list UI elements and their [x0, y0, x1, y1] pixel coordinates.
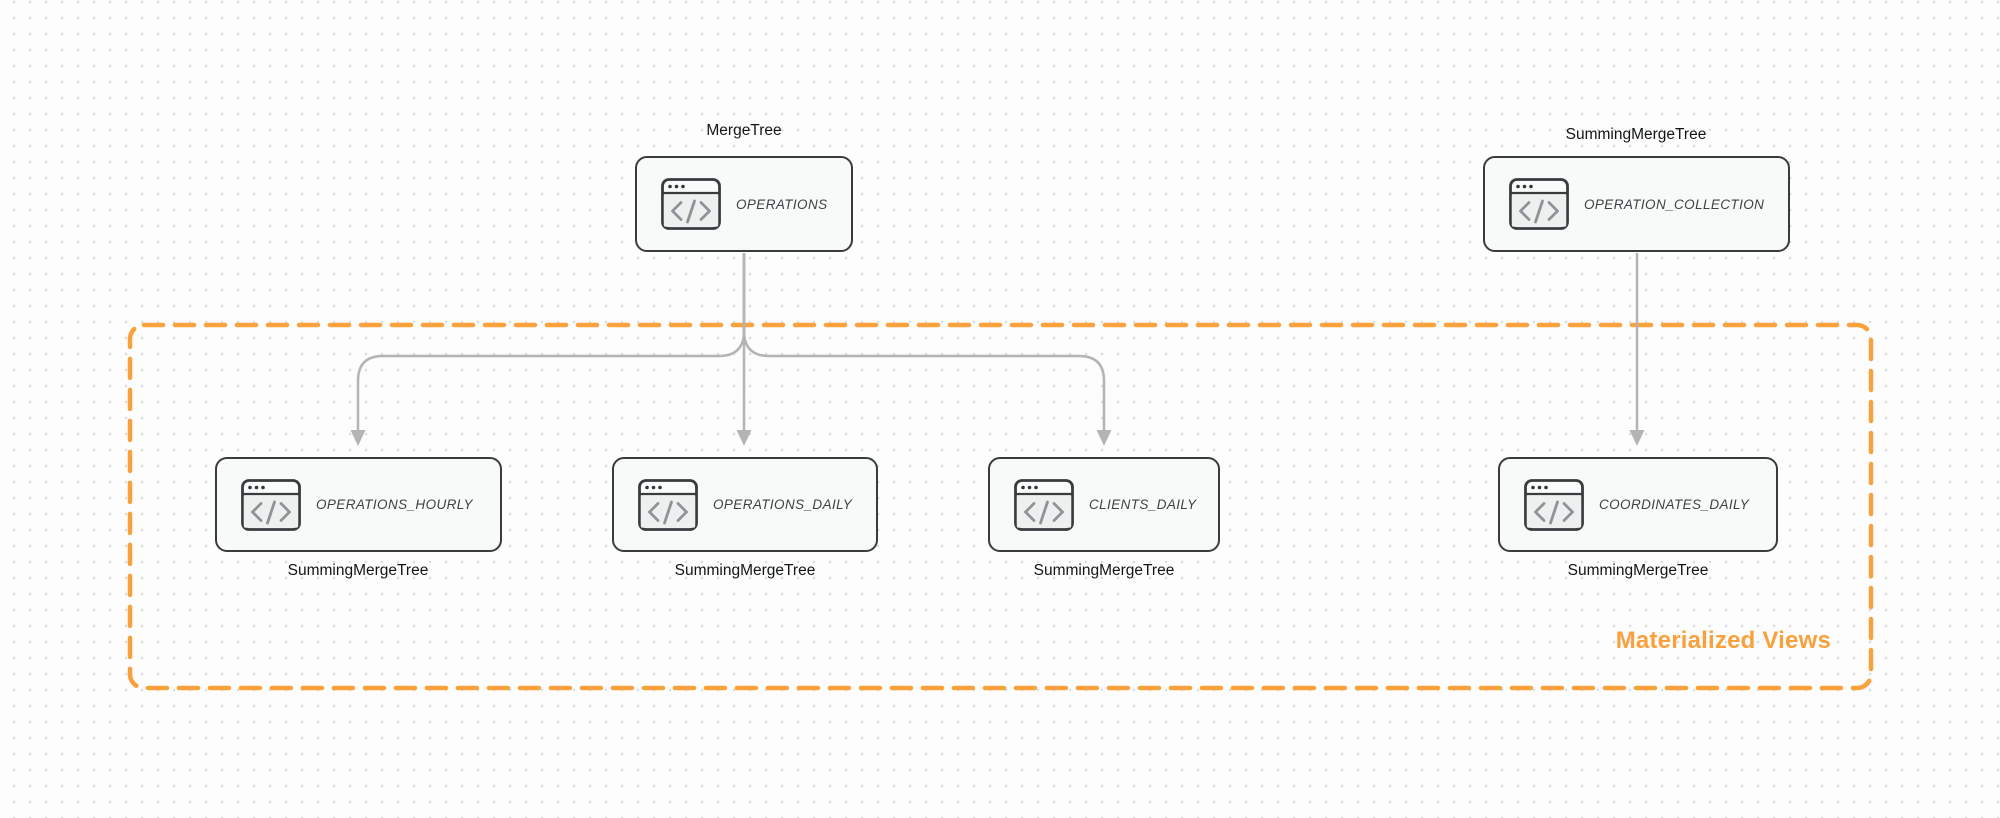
engine-label-operation-collection: SummingMergeTree: [1565, 126, 1707, 143]
table-node-operations[interactable]: OPERATIONS: [635, 156, 853, 252]
table-node-operation-collection[interactable]: OPERATION_COLLECTION: [1483, 156, 1790, 252]
code-window-icon: [638, 478, 698, 531]
code-window-icon: [1509, 178, 1569, 230]
table-node-clients-daily[interactable]: CLIENTS_DAILY: [988, 457, 1220, 552]
engine-label-operations: MergeTree: [706, 122, 782, 139]
table-node-operations-hourly[interactable]: OPERATIONS_HOURLY: [215, 457, 502, 552]
table-node-coordinates-daily[interactable]: COORDINATES_DAILY: [1498, 457, 1778, 552]
edge-operations-to-clients-daily: [742, 253, 1106, 431]
table-name: OPERATION_COLLECTION: [1584, 196, 1765, 212]
engine-label-operations-daily: SummingMergeTree: [674, 562, 816, 579]
code-window-icon: [241, 478, 301, 531]
table-name: COORDINATES_DAILY: [1599, 497, 1750, 512]
table-node-operations-daily[interactable]: OPERATIONS_DAILY: [612, 457, 878, 552]
table-name: OPERATIONS_DAILY: [713, 497, 853, 512]
edge-operations-to-operations-hourly: [356, 253, 746, 431]
engine-label-operations-hourly: SummingMergeTree: [287, 562, 429, 579]
code-window-icon: [661, 178, 721, 230]
table-name: OPERATIONS_HOURLY: [316, 497, 473, 512]
table-name: CLIENTS_DAILY: [1089, 497, 1197, 512]
materialized-views-group-label: Materialized Views: [1615, 627, 1831, 654]
engine-label-coordinates-daily: SummingMergeTree: [1567, 562, 1709, 579]
arrowheads: [350, 430, 1645, 446]
table-name: OPERATIONS: [736, 196, 828, 212]
code-window-icon: [1524, 478, 1584, 531]
materialized-views-group-border: [127, 322, 1874, 691]
code-window-icon: [1014, 478, 1074, 531]
engine-label-clients-daily: SummingMergeTree: [1033, 562, 1175, 579]
